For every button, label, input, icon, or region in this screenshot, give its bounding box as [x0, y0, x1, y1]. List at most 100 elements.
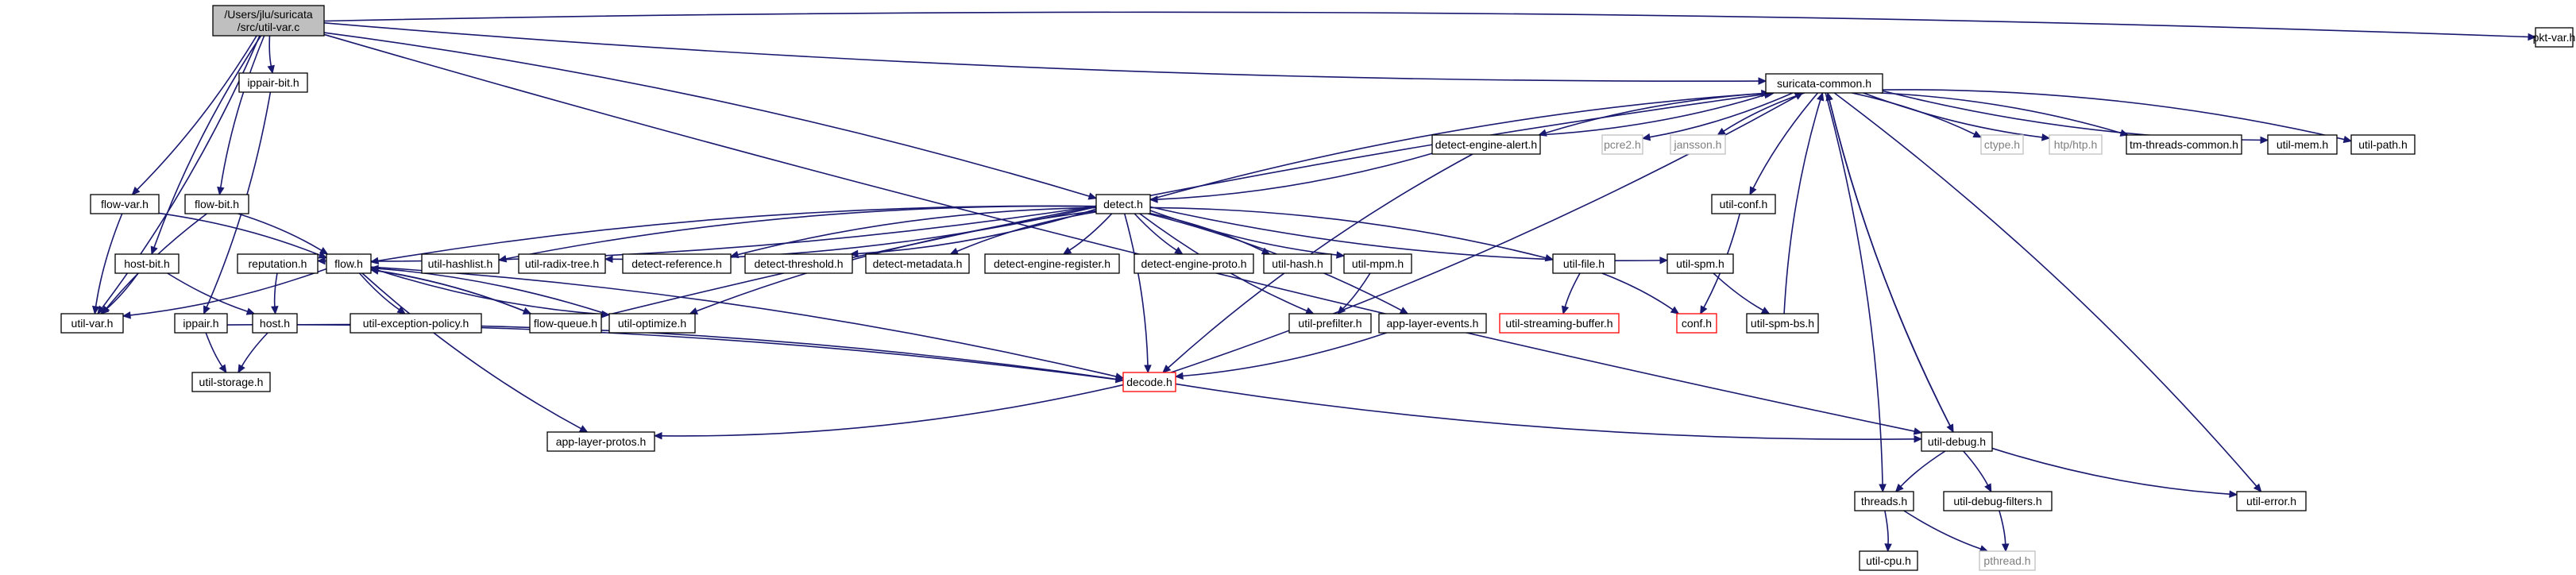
node-util-prefilter-h[interactable]: util-prefilter.h — [1288, 313, 1372, 334]
node-label: pthread.h — [1983, 554, 2030, 567]
node-label: /Users/jlu/suricata — [224, 8, 312, 21]
node-box — [518, 253, 606, 274]
node-box — [546, 431, 655, 452]
node-detect-reference-h[interactable]: detect-reference.h — [622, 253, 732, 274]
node-util-var-c[interactable]: /Users/jlu/suricata/src/util-var.c — [212, 5, 325, 37]
node-util-streaming-buffer-h[interactable]: util-streaming-buffer.h — [1499, 313, 1620, 334]
node-label: util-conf.h — [1720, 198, 1768, 210]
node-pkt-var-h[interactable]: pkt-var.h — [2533, 27, 2576, 48]
edge-detect-h-to-util-mpm-h — [1149, 210, 1346, 259]
node-host-h[interactable]: host.h — [252, 313, 298, 334]
node-detect-threshold-h[interactable]: detect-threshold.h — [744, 253, 853, 274]
node-box — [2049, 134, 2103, 155]
node-label: detect-engine-alert.h — [1435, 138, 1537, 151]
edge-util-spm-h-to-util-spm-bs-h — [1713, 272, 1771, 315]
node-util-spm-bs-h[interactable]: util-spm-bs.h — [1746, 313, 1819, 334]
node-detect-metadata-h[interactable]: detect-metadata.h — [865, 253, 970, 274]
node-ippair-h[interactable]: ippair.h — [174, 313, 228, 334]
dependency-edges — [91, 11, 2537, 553]
node-util-path-h[interactable]: util-path.h — [2350, 134, 2416, 155]
node-util-conf-h[interactable]: util-conf.h — [1711, 194, 1776, 214]
node-box — [326, 253, 372, 274]
node-label: pkt-var.h — [2533, 31, 2576, 44]
node-util-debug-filters-h[interactable]: util-debug-filters.h — [1943, 491, 2053, 511]
edge-util-var-c-to-flow-var-h — [131, 35, 257, 195]
edge-suricata-common-h-to-util-path-h — [1882, 89, 2353, 144]
node-label: tm-threads-common.h — [2130, 138, 2238, 151]
node-detect-h[interactable]: detect.h — [1095, 194, 1151, 214]
node-util-error-h[interactable]: util-error.h — [2236, 491, 2307, 511]
node-box — [1263, 253, 1332, 274]
node-util-mem-h[interactable]: util-mem.h — [2267, 134, 2338, 155]
node-label: util-hashlist.h — [428, 257, 493, 270]
node-label: util-prefilter.h — [1298, 317, 1361, 330]
node-label: util-streaming-buffer.h — [1505, 317, 1612, 330]
node-box — [1980, 134, 2024, 155]
edge-util-debug-filters-h-to-pthread-h — [1999, 510, 2010, 553]
edge-suricata-common-h-to-util-debug-h — [1827, 92, 1954, 434]
node-util-var-h[interactable]: util-var.h — [60, 313, 124, 334]
edge-util-debug-h-to-threads-h — [1894, 450, 1946, 492]
node-app-layer-events-h[interactable]: app-layer-events.h — [1378, 313, 1487, 334]
node-decode-h[interactable]: decode.h — [1122, 372, 1176, 392]
edge-detect-h-to-util-file-h — [1149, 206, 1554, 262]
node-util-storage-h[interactable]: util-storage.h — [191, 372, 271, 392]
edge-threads-h-to-pthread-h — [1903, 510, 1989, 553]
edge-host-bit-h-to-util-var-h — [100, 272, 139, 315]
node-flow-bit-h[interactable]: flow-bit.h — [184, 194, 249, 214]
node-box — [622, 253, 732, 274]
node-util-mpm-h[interactable]: util-mpm.h — [1343, 253, 1412, 274]
edge-threads-h-to-util-cpu-h — [1884, 510, 1892, 553]
node-flow-var-h[interactable]: flow-var.h — [90, 194, 160, 214]
node-flow-queue-h[interactable]: flow-queue.h — [529, 313, 602, 334]
edge-suricata-common-h-to-jansson-h — [1717, 92, 1805, 136]
node-util-radix-tree-h[interactable]: util-radix-tree.h — [518, 253, 606, 274]
node-box — [1765, 73, 1883, 94]
node-box — [1921, 431, 1993, 452]
node-box — [1552, 253, 1616, 274]
node-flow-h[interactable]: flow.h — [326, 253, 372, 274]
edge-util-file-h-to-util-streaming-buffer-h — [1561, 272, 1581, 315]
node-box — [114, 253, 180, 274]
node-ctype-h: ctype.h — [1980, 134, 2024, 155]
edge-util-var-c-to-ippair-bit-h — [267, 35, 275, 75]
node-util-cpu-h[interactable]: util-cpu.h — [1859, 550, 1918, 571]
edge-flow-bit-h-to-flow-h — [238, 213, 329, 255]
node-util-debug-h[interactable]: util-debug.h — [1921, 431, 1993, 452]
node-app-layer-protos-h[interactable]: app-layer-protos.h — [546, 431, 655, 452]
edge-flow-h-to-util-var-h — [122, 268, 327, 319]
node-ippair-bit-h[interactable]: ippair-bit.h — [238, 72, 308, 93]
node-box — [184, 194, 249, 214]
node-detect-engine-alert-h[interactable]: detect-engine-alert.h — [1431, 134, 1541, 155]
node-util-optimize-h[interactable]: util-optimize.h — [608, 313, 696, 334]
node-threads-h[interactable]: threads.h — [1854, 491, 1914, 511]
node-label: detect-reference.h — [631, 257, 722, 270]
node-label: util-spm.h — [1676, 257, 1724, 270]
edge-detect-engine-alert-h-to-detect-h — [1149, 152, 1433, 203]
node-util-exception-policy-h[interactable]: util-exception-policy.h — [350, 313, 482, 334]
node-box — [1343, 253, 1412, 274]
node-host-bit-h[interactable]: host-bit.h — [114, 253, 180, 274]
node-util-hash-h[interactable]: util-hash.h — [1263, 253, 1332, 274]
node-tm-threads-common-h[interactable]: tm-threads-common.h — [2126, 134, 2242, 155]
node-box — [1676, 313, 1717, 334]
edge-util-var-c-to-flow-bit-h — [217, 35, 265, 196]
edge-flow-h-to-app-layer-protos-h — [361, 272, 589, 433]
edge-decode-h-to-util-debug-h — [1175, 383, 1923, 443]
edge-flow-var-h-to-util-var-h — [91, 213, 123, 315]
node-util-hashlist-h[interactable]: util-hashlist.h — [421, 253, 500, 274]
node-box — [1134, 253, 1254, 274]
node-suricata-common-h[interactable]: suricata-common.h — [1765, 73, 1883, 94]
node-box — [608, 313, 696, 334]
node-util-spm-h[interactable]: util-spm.h — [1666, 253, 1734, 274]
node-util-file-h[interactable]: util-file.h — [1552, 253, 1616, 274]
node-detect-engine-proto-h[interactable]: detect-engine-proto.h — [1134, 253, 1254, 274]
node-box — [238, 72, 308, 93]
node-reputation-h[interactable]: reputation.h — [237, 253, 319, 274]
node-box — [2126, 134, 2242, 155]
edge-flow-var-h-to-flow-h — [158, 212, 328, 259]
node-label: pcre2.h — [1604, 138, 1641, 151]
node-label: util-cpu.h — [1866, 554, 1911, 567]
node-conf-h[interactable]: conf.h — [1676, 313, 1717, 334]
node-detect-engine-register-h[interactable]: detect-engine-register.h — [984, 253, 1120, 274]
